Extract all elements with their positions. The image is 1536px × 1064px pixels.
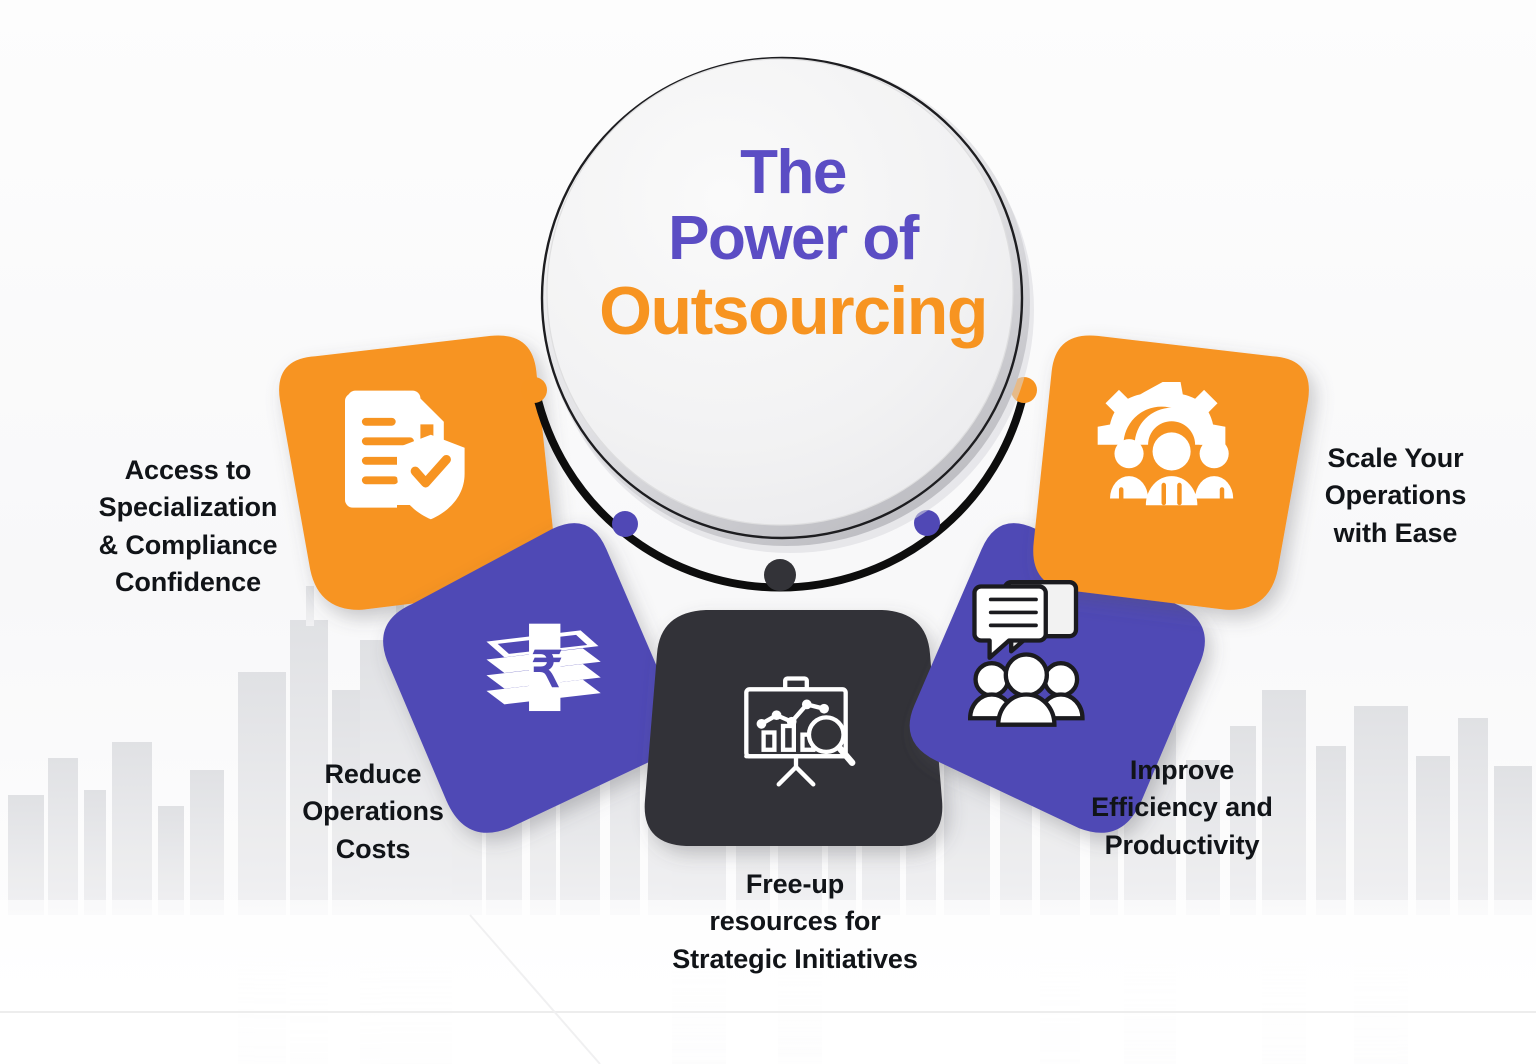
svg-text:₹: ₹	[531, 642, 562, 697]
benefit-card-scale-operations[interactable]	[1029, 332, 1313, 617]
document-shield-check-icon	[345, 390, 465, 520]
arc-dot-right-purple	[914, 510, 940, 536]
benefit-label-access-specialization: Access to Specialization & Compliance Co…	[98, 455, 278, 597]
team-speech-bubble-icon	[967, 580, 1085, 727]
benefit-label-free-up-resources: Free-up resources for Strategic Initiati…	[672, 869, 918, 974]
benefit-label-improve-efficiency: Improve Efficiency and Productivity	[1091, 755, 1273, 860]
presentation-chart-magnifier-icon	[744, 676, 856, 787]
arc-dot-left-orange	[521, 377, 547, 403]
gear-team-icon	[1097, 382, 1234, 506]
benefit-label-reduce-costs: Reduce Operations Costs	[302, 759, 444, 864]
center-disc	[540, 56, 1034, 553]
arc-dot-center-dark	[764, 559, 796, 591]
benefit-label-scale-operations: Scale Your Operations with Ease	[1324, 443, 1467, 548]
money-stack-rupee-icon: ₹	[486, 623, 601, 712]
arc-dot-left-purple	[612, 511, 638, 537]
